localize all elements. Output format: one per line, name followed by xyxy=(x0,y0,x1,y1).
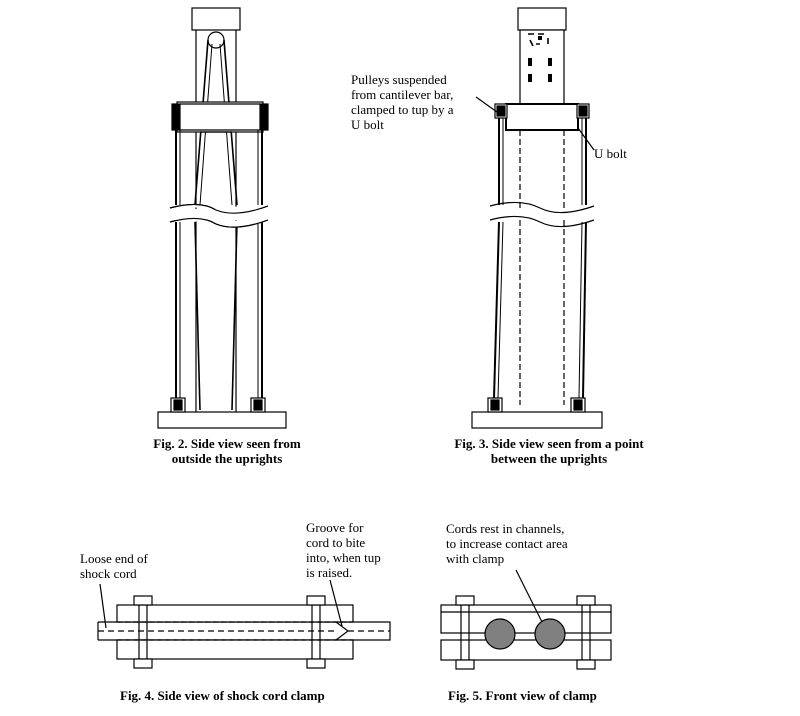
fig4-drawing xyxy=(97,579,391,669)
fig3-caption: Fig. 3. Side view seen from a point betw… xyxy=(454,436,644,466)
fig3-label-pulleys: Pulleys suspended from cantilever bar, c… xyxy=(351,72,454,132)
fig5-drawing xyxy=(440,569,612,670)
fig2-pulley-icon xyxy=(207,31,225,49)
fig4-leader-groove xyxy=(329,579,343,627)
fig3-tup xyxy=(519,29,565,115)
fig2-clamp xyxy=(176,101,264,133)
fig3-top-cap xyxy=(517,7,567,31)
fig5-caption: Fig. 5. Front view of clamp xyxy=(448,688,597,703)
fig3-base-plate xyxy=(471,411,603,429)
fig2-top-cap xyxy=(191,7,241,31)
fig5-label-cords: Cords rest in channels, to increase cont… xyxy=(446,521,568,566)
fig3-leader-ubolt xyxy=(577,127,595,151)
fig4-label-groove: Groove for cord to bite into, when tup i… xyxy=(306,520,381,580)
fig5-lower-bar xyxy=(440,639,612,661)
fig4-caption: Fig. 4. Side view of shock cord clamp xyxy=(120,688,325,703)
fig3-drawing xyxy=(471,7,603,429)
fig4-lower-bar xyxy=(116,639,354,660)
fig3-leader-pulleys xyxy=(475,96,498,113)
fig3-label-ubolt: U bolt xyxy=(594,146,627,161)
fig2-drawing xyxy=(157,7,287,429)
fig4-leader-loose-end xyxy=(99,583,107,629)
fig2-base-plate xyxy=(157,411,287,429)
fig4-upper-bar xyxy=(116,604,354,623)
fig5-cord-left xyxy=(484,618,516,650)
fig5-upper-bar xyxy=(440,604,612,634)
fig3-cantilever-bar xyxy=(505,103,579,131)
fig5-leader-cords xyxy=(515,569,543,623)
fig4-label-loose-end: Loose end of shock cord xyxy=(80,551,148,581)
fig2-caption: Fig. 2. Side view seen from outside the … xyxy=(153,436,301,466)
fig5-cord-right xyxy=(534,618,566,650)
